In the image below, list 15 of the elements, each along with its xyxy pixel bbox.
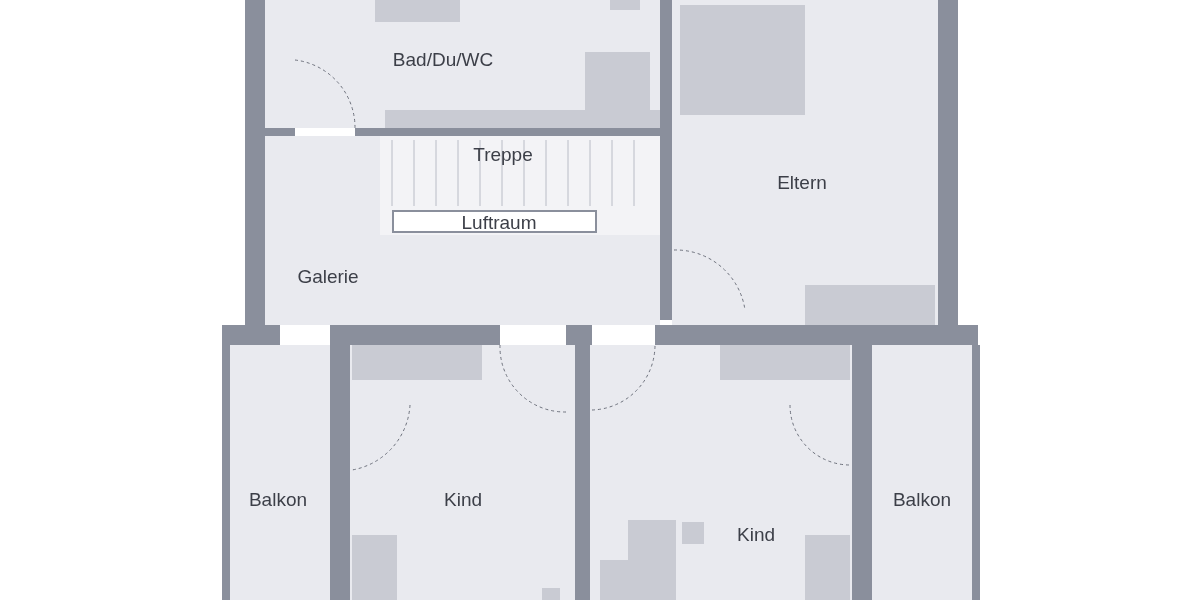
room-label: Bad/Du/WC xyxy=(392,49,494,71)
room-label: Balkon xyxy=(892,489,952,511)
void-area xyxy=(392,210,597,233)
room-area xyxy=(265,136,660,325)
balcony-area xyxy=(872,345,972,600)
room-label: Treppe xyxy=(473,144,533,166)
room-label: Kind xyxy=(737,524,775,546)
room-label: Balkon xyxy=(248,489,308,511)
room-label: Eltern xyxy=(777,172,827,194)
room-label: Galerie xyxy=(297,266,359,288)
room-area xyxy=(265,0,660,128)
staircase-area xyxy=(380,136,660,235)
balcony-area xyxy=(230,345,330,600)
room-label: Luftraum xyxy=(461,212,537,234)
room-label: Kind xyxy=(444,489,482,511)
